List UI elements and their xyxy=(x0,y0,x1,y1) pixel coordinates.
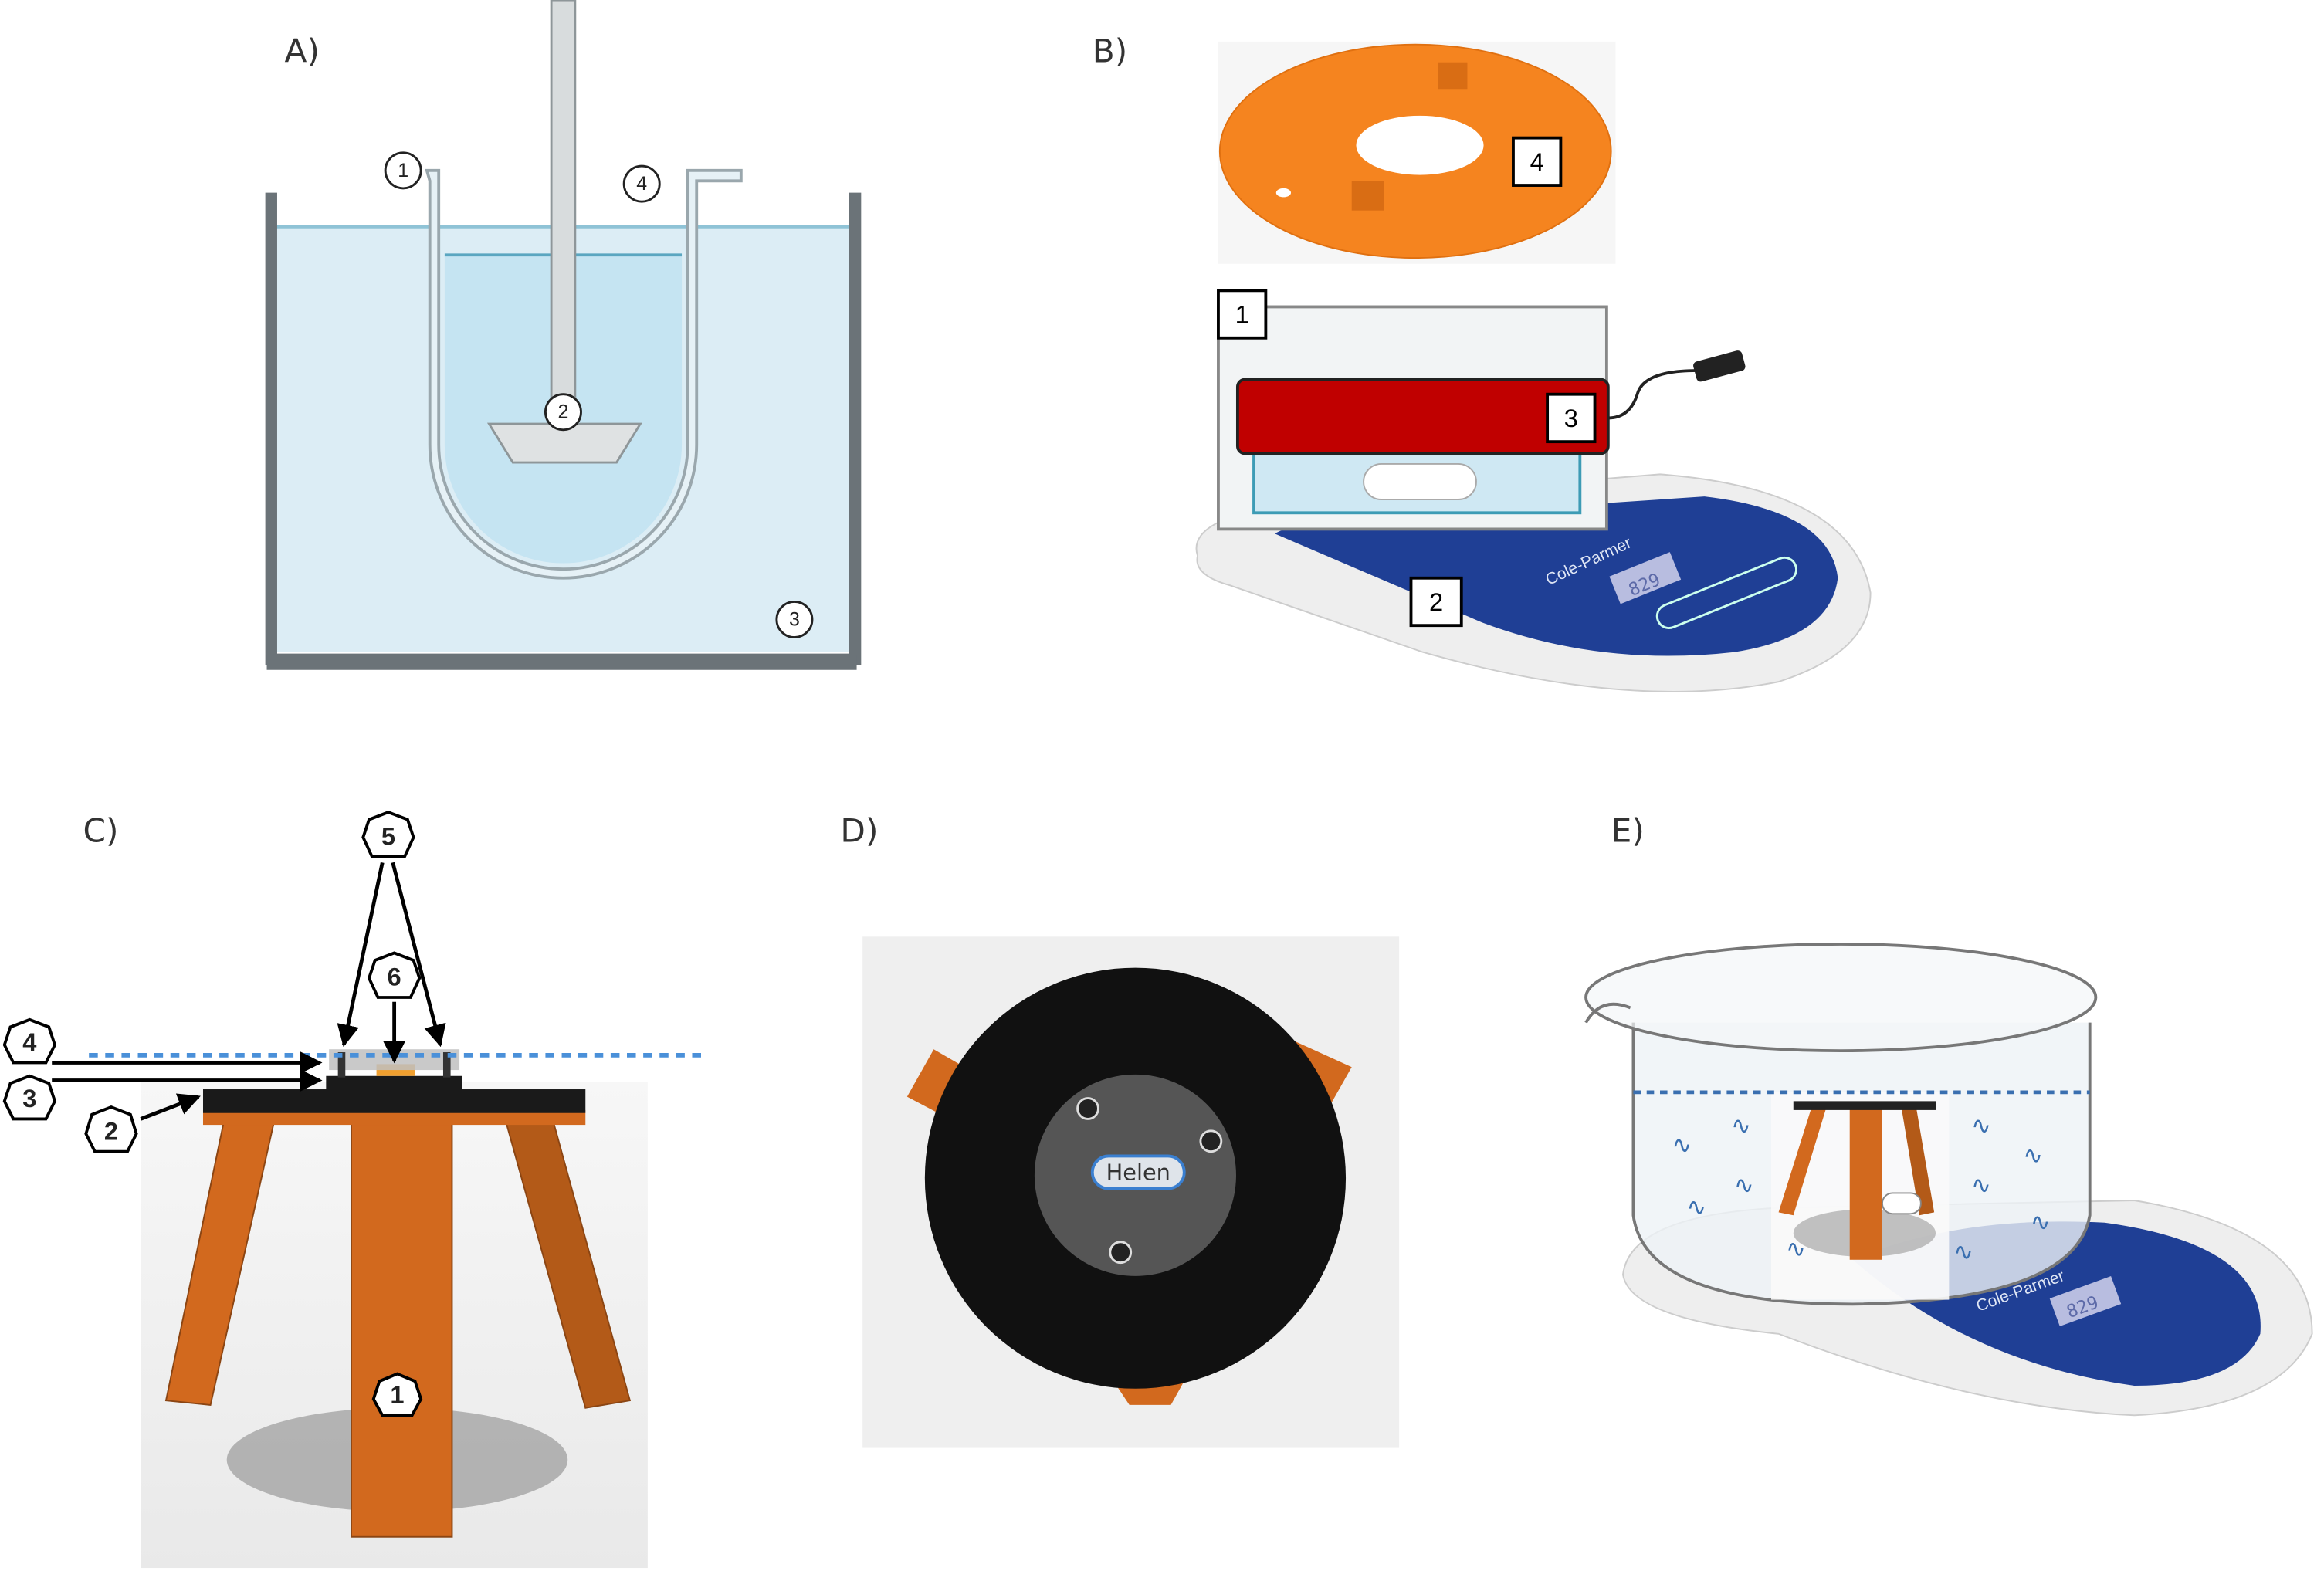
svg-text:2: 2 xyxy=(1429,587,1443,616)
svg-text:3: 3 xyxy=(1564,404,1578,432)
panel-c: C) 1 2 3 4 5 6 xyxy=(2,810,704,1569)
svg-text:2: 2 xyxy=(558,401,569,423)
stool-top xyxy=(202,1089,586,1113)
svg-text:∿: ∿ xyxy=(1672,1132,1692,1160)
svg-text:4: 4 xyxy=(636,173,647,195)
jacketed-vessel xyxy=(425,168,743,580)
svg-text:3: 3 xyxy=(789,609,800,631)
panel-b-label: B) xyxy=(1093,32,1127,70)
marker-a-4: 4 xyxy=(622,164,661,203)
svg-text:5: 5 xyxy=(381,821,395,850)
stirrer-shaft xyxy=(550,0,577,428)
marker-b-3: 3 xyxy=(1546,392,1597,444)
impeller xyxy=(486,422,642,464)
marker-a-1: 1 xyxy=(384,151,422,190)
svg-text:∿: ∿ xyxy=(2031,1208,2051,1236)
svg-text:∿: ∿ xyxy=(1971,1112,1991,1140)
svg-text:∿: ∿ xyxy=(1734,1171,1754,1199)
svg-text:1: 1 xyxy=(398,160,408,181)
svg-text:3: 3 xyxy=(22,1084,36,1112)
svg-text:4: 4 xyxy=(1530,147,1544,176)
svg-text:4: 4 xyxy=(22,1028,36,1056)
marker-a-3: 3 xyxy=(775,601,814,638)
svg-text:∿: ∿ xyxy=(1731,1112,1751,1140)
stool xyxy=(1849,1108,1882,1260)
panel-a: A) 1 2 3 4 xyxy=(265,0,862,670)
name-tag: Helen xyxy=(1106,1160,1170,1186)
panel-d: D) Helen xyxy=(840,811,1400,1448)
svg-text:1: 1 xyxy=(390,1380,404,1409)
stool-leg xyxy=(350,1113,453,1538)
svg-text:2: 2 xyxy=(104,1116,118,1145)
marker-c-2: 2 xyxy=(84,1105,138,1153)
svg-text:∿: ∿ xyxy=(1687,1193,1707,1221)
marker-b-4: 4 xyxy=(1512,136,1563,187)
panel-c-label: C) xyxy=(83,811,119,849)
panel-d-label: D) xyxy=(840,811,878,849)
svg-text:∿: ∿ xyxy=(1786,1235,1806,1263)
panel-e-label: E) xyxy=(1611,811,1645,849)
panel-b: B) 4 Cole-Parmer 829 1 3 2 xyxy=(1093,32,1872,692)
marker-c-3: 3 xyxy=(2,1074,57,1121)
marker-c-4: 4 xyxy=(2,1017,57,1065)
marker-b-1: 1 xyxy=(1217,289,1268,340)
svg-text:∿: ∿ xyxy=(1971,1171,1991,1199)
marker-c-5: 5 xyxy=(361,810,415,858)
marker-b-2: 2 xyxy=(1409,576,1463,628)
marker-c-6: 6 xyxy=(367,951,422,999)
panel-a-label: A) xyxy=(285,32,320,70)
marker-a-2: 2 xyxy=(544,393,582,432)
stir-bar xyxy=(1363,462,1477,500)
marker-c-1: 1 xyxy=(371,1372,423,1417)
svg-text:6: 6 xyxy=(388,963,401,991)
svg-text:∿: ∿ xyxy=(2023,1142,2043,1170)
svg-text:∿: ∿ xyxy=(1953,1238,1973,1266)
panel-e: E) Cole-Parmer 829 ∿∿∿∿ ∿∿∿∿ ∿∿ xyxy=(1584,811,2313,1417)
convection-symbols: ∿ ∿ ∿ ∿ ∿ ∿ ∿ ∿ ∿ ∿ xyxy=(1672,1112,2050,1266)
svg-text:1: 1 xyxy=(1235,300,1249,329)
